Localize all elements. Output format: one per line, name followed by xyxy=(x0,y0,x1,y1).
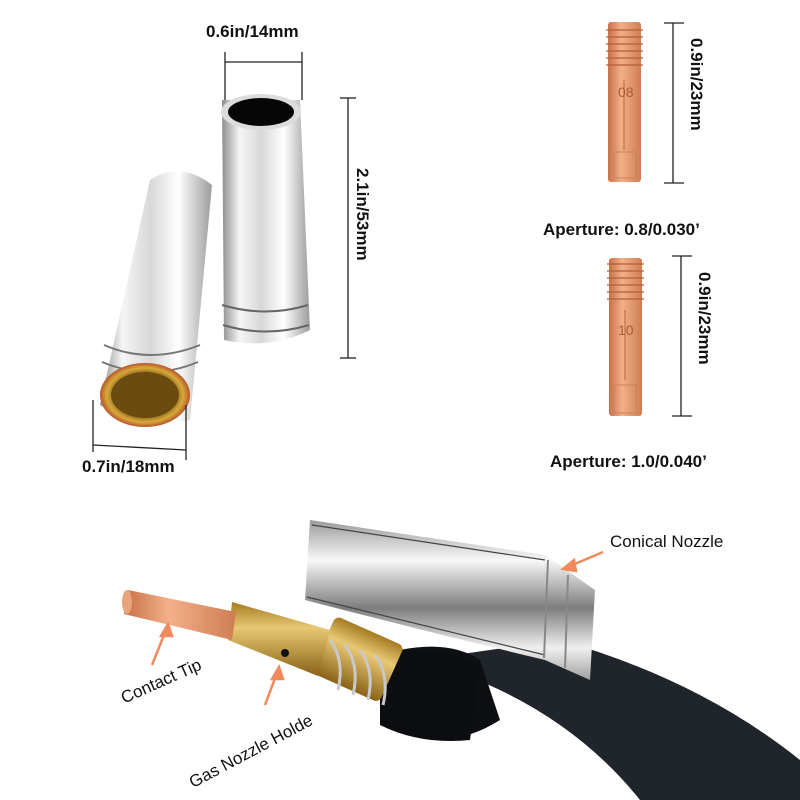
nozzle-length-label: 2.1in/53mm xyxy=(353,168,372,261)
tip-10-length-label: 0.9in/23mm xyxy=(695,272,714,365)
tip-dimension-lines xyxy=(664,22,692,417)
dimension-lines xyxy=(92,52,356,460)
callout-arrows xyxy=(150,550,604,706)
nozzle-base-diameter-label: 0.7in/18mm xyxy=(82,457,175,476)
nozzle-lying xyxy=(100,171,212,427)
tip-08-length-label: 0.9in/23mm xyxy=(687,38,706,131)
conical-nozzle-label: Conical Nozzle xyxy=(610,532,724,551)
contact-tip-08 xyxy=(606,22,643,182)
tip-10-aperture-label: Aperture: 1.0/0.040’ xyxy=(550,452,707,471)
tip-08-aperture-label: Aperture: 0.8/0.030’ xyxy=(543,220,700,239)
contact-tip-10 xyxy=(607,258,644,416)
tip-08-marking: 08 xyxy=(618,84,634,100)
torch-assembly xyxy=(122,520,800,800)
nozzle-top-diameter-label: 0.6in/14mm xyxy=(206,22,299,41)
tip-10-marking: 10 xyxy=(618,322,634,338)
nozzle-standing xyxy=(221,94,310,344)
